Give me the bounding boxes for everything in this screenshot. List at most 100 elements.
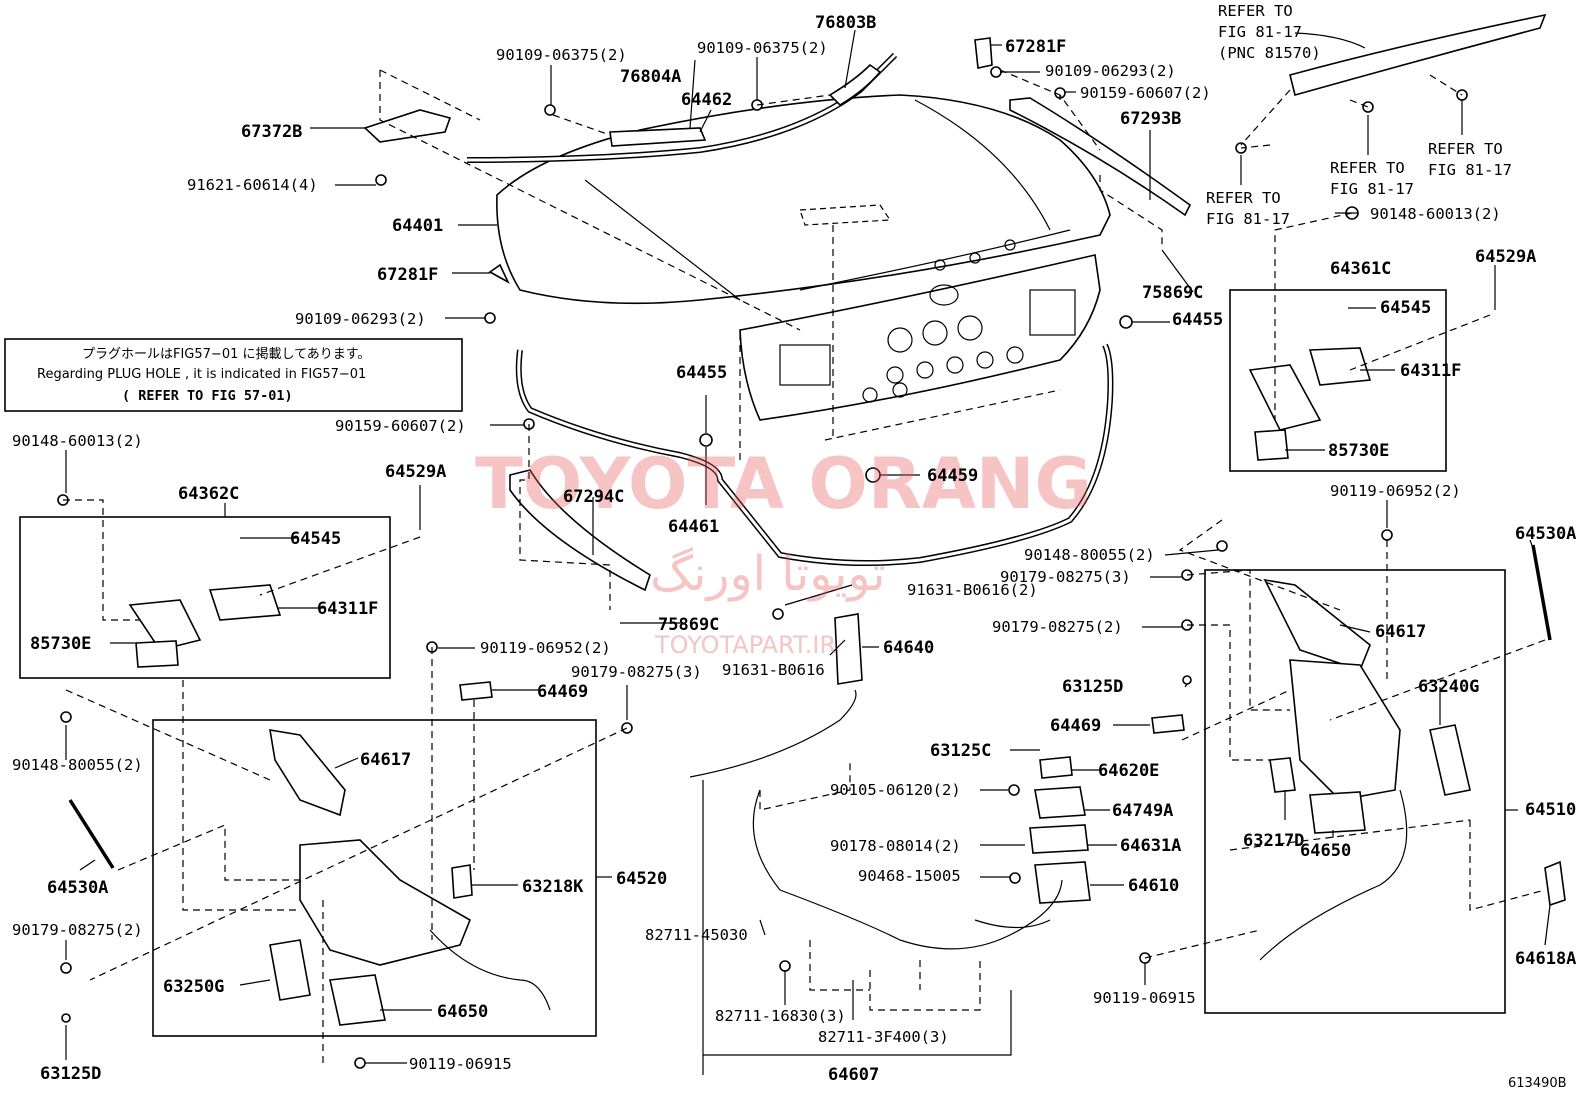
label-64749A: 64749A [1112, 801, 1173, 821]
label-64462: 64462 [681, 90, 732, 110]
cable-64607 [689, 689, 857, 778]
bracket-64618a [1544, 860, 1566, 907]
bracket-67281f-top [974, 37, 993, 69]
bracket-63218k [451, 864, 473, 899]
label-85730E: 85730E [30, 634, 91, 654]
label-90119-06915: 90119-06915 [409, 1055, 512, 1073]
label-90119-06915: 90119-06915 [1093, 989, 1196, 1007]
label-64520: 64520 [616, 869, 667, 889]
label-64529A: 64529A [385, 462, 446, 482]
part-64620e [1039, 756, 1073, 779]
mechanism-64520 [299, 839, 472, 966]
label-64617: 64617 [360, 750, 411, 770]
plug-hole-note-jp: プラグホールはFIG57−01 に掲載してあります。 [82, 346, 370, 362]
refer-label: REFER TO [1428, 140, 1503, 158]
label-90148-80055: 90148-80055(2) [12, 756, 143, 774]
plate-67372b [363, 109, 452, 143]
box-64510 [1204, 569, 1506, 1014]
spoiler [1289, 13, 1547, 96]
label-91631-B0616: 91631-B0616 [722, 661, 825, 679]
label-64620E: 64620E [1098, 761, 1159, 781]
label-90109-06293: 90109-06293(2) [1045, 62, 1176, 80]
label-63250G: 63250G [163, 977, 224, 997]
pad-76804a [609, 127, 707, 147]
refer-label: FIG 81-17 [1218, 23, 1302, 41]
label-90179-08275: 90179-08275(2) [12, 921, 143, 939]
label-90179-08275: 90179-08275(3) [571, 663, 702, 681]
label-90178-08014: 90178-08014(2) [830, 837, 961, 855]
label-64510: 64510 [1525, 800, 1576, 820]
part-64469-right [1151, 714, 1185, 734]
box-64361c [1229, 289, 1447, 472]
label-64529A: 64529A [1475, 247, 1536, 267]
label-90119-06952: 90119-06952(2) [1330, 482, 1461, 500]
label-75869C: 75869C [1142, 283, 1203, 303]
label-64618A: 64618A [1515, 949, 1576, 969]
label-90468-15005: 90468-15005 [858, 867, 961, 885]
label-90109-06375: 90109-06375(2) [496, 46, 627, 64]
stay-64530a-right [1531, 544, 1552, 641]
hinge-64617-right [1263, 578, 1371, 671]
closer-64650-right [1309, 791, 1366, 834]
label-64545: 64545 [290, 529, 341, 549]
label-67294C: 67294C [563, 487, 624, 507]
refer-label: REFER TO [1330, 159, 1405, 177]
closer-64650-left [329, 974, 386, 1026]
label-64401: 64401 [392, 216, 443, 236]
label-63240G: 63240G [1418, 677, 1479, 697]
label-64617: 64617 [1375, 622, 1426, 642]
label-90148-80055: 90148-80055(2) [1024, 546, 1155, 564]
label-64459: 64459 [927, 466, 978, 486]
motor-63240g [1429, 724, 1471, 796]
label-67372B: 67372B [241, 122, 302, 142]
bracket-67281f-mid [488, 263, 510, 284]
refer-label: FIG 81-17 [1330, 180, 1414, 198]
label-64530A: 64530A [47, 878, 108, 898]
label-67293B: 67293B [1120, 109, 1181, 129]
plug-hole-note-box [4, 338, 463, 412]
label-64311F: 64311F [317, 599, 378, 619]
switch-85730e-right [1254, 429, 1289, 461]
refer-label: FIG 81-17 [1428, 161, 1512, 179]
label-64631A: 64631A [1120, 836, 1181, 856]
mechanism-64510 [1289, 659, 1401, 801]
part-64610 [1034, 861, 1091, 904]
label-85730E: 85730E [1328, 441, 1389, 461]
part-64469-left [459, 681, 493, 701]
label-76803B: 76803B [815, 13, 876, 33]
rail-67293b [1009, 97, 1192, 217]
label-63218K: 63218K [522, 877, 584, 897]
label-75869C: 75869C [658, 615, 719, 635]
label-64640: 64640 [883, 638, 934, 658]
stay-64530a-left [68, 799, 115, 869]
label-90119-06952: 90119-06952(2) [480, 639, 611, 657]
label-76804A: 76804A [620, 67, 681, 87]
label-91631-B0616: 91631-B0616(2) [907, 581, 1038, 599]
label-91621-60614: 91621-60614(4) [187, 176, 318, 194]
label-90179-08275: 90179-08275(3) [1000, 568, 1131, 586]
label-90148-60013: 90148-60013(2) [12, 432, 143, 450]
watermark-brand: TOYOTA ORANG [475, 443, 1092, 525]
refer-label: (PNC 81570) [1218, 44, 1321, 62]
leader-lines [65, 29, 1551, 1064]
label-64650: 64650 [1300, 841, 1351, 861]
lock-64361c [1248, 364, 1322, 431]
diagram-id: 613490B [1508, 1076, 1567, 1091]
refer-label: REFER TO [1218, 2, 1293, 20]
label-64607: 64607 [828, 1065, 879, 1085]
switch-85730e-left [135, 640, 179, 668]
label-82711-45030: 82711-45030 [645, 926, 748, 944]
label-67281F: 67281F [377, 265, 438, 285]
label-64455: 64455 [676, 363, 727, 383]
label-64469: 64469 [1050, 716, 1101, 736]
label-64461: 64461 [668, 517, 719, 537]
label-64455: 64455 [1172, 310, 1223, 330]
label-90179-08275: 90179-08275(2) [992, 618, 1123, 636]
label-64361C: 64361C [1330, 259, 1391, 279]
label-64610: 64610 [1128, 876, 1179, 896]
refer-label: FIG 81-17 [1206, 210, 1290, 228]
plate-64311f-right [1308, 347, 1372, 386]
box-64362c [19, 516, 391, 679]
watermark-persian: تویوتا اورنگ [650, 546, 886, 602]
